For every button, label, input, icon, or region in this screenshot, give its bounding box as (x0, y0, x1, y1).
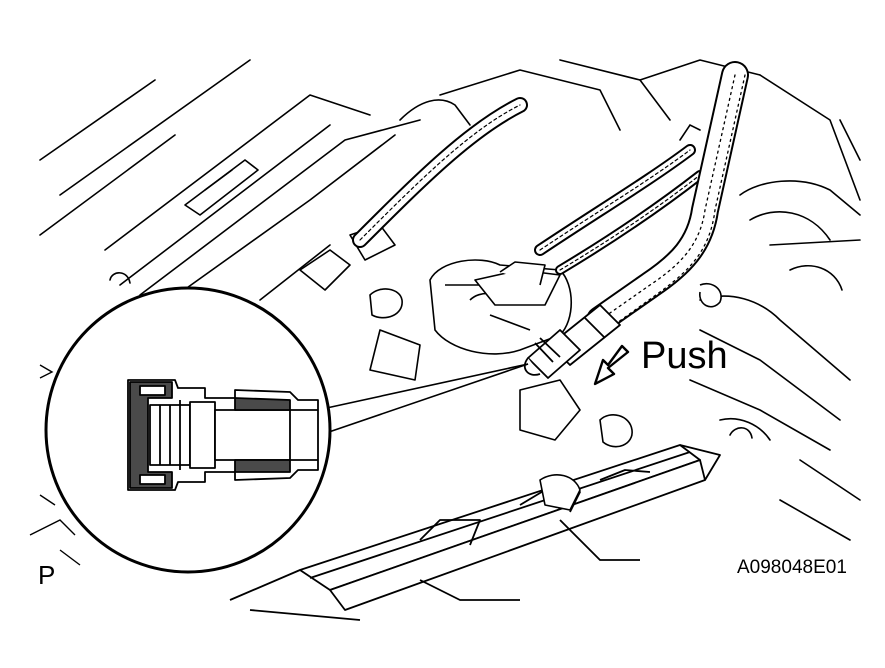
magnified-detail (44, 286, 332, 574)
push-label: Push (641, 335, 728, 377)
connector-cutaway (127, 379, 319, 491)
body-panels (39, 59, 861, 541)
frame-rail (229, 444, 721, 621)
magnifier-leader-lines (321, 363, 529, 434)
fuel-pump-assembly (299, 224, 722, 511)
corrugated-fuel-line (586, 61, 749, 334)
wire-harness (534, 123, 705, 275)
braided-hose-left (352, 97, 528, 248)
edge-marks (29, 364, 81, 566)
fuel-line-quick-connector (523, 304, 621, 379)
view-letter: P (38, 560, 56, 590)
figure-code: A098048E01 (737, 557, 847, 578)
push-arrow (593, 344, 630, 386)
